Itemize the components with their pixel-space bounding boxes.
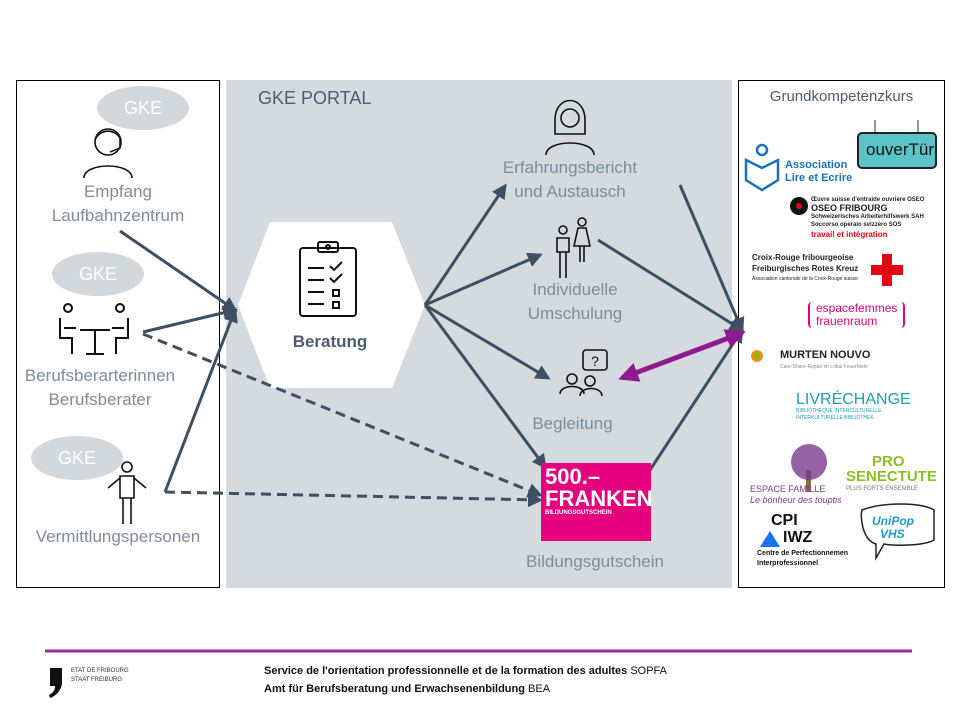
arrow-umschulung-kurs bbox=[597, 238, 745, 332]
arrow-vermittlung bbox=[163, 307, 238, 493]
kurs-title: Grundkompetenzkurs bbox=[769, 88, 914, 105]
shrugging-person-icon bbox=[107, 461, 147, 524]
arrow-to-umschulung bbox=[424, 252, 543, 307]
gke-bubble: GKE bbox=[52, 252, 144, 296]
arrow-to-begleitung bbox=[424, 303, 551, 380]
fribourg-comma-logo bbox=[49, 668, 62, 698]
arrow-empfang bbox=[119, 229, 238, 312]
double-arrow-begleitung-kurs bbox=[618, 329, 746, 382]
gutschein-label: Bildungsgutschein bbox=[526, 552, 664, 571]
arrow-to-gutschein bbox=[423, 304, 547, 470]
voucher-image: 500.– FRANKEN BILDUNGSGUTSCHEIN bbox=[541, 463, 651, 541]
famille-tree-icon bbox=[791, 444, 827, 492]
gke-bubble: GKE bbox=[97, 86, 189, 130]
portal-title: GKE PORTAL bbox=[258, 88, 372, 108]
red-cross-icon bbox=[871, 254, 903, 286]
question-people-icon bbox=[559, 349, 608, 397]
arrow-berater bbox=[142, 305, 238, 334]
beratung-label: Beratung bbox=[292, 332, 368, 351]
ouvertur-logo: ouverTür bbox=[866, 140, 935, 159]
dashed-arrow-berater bbox=[142, 332, 543, 498]
headset-person-icon bbox=[83, 128, 133, 179]
beratung-hexagon bbox=[238, 222, 425, 388]
unipop-speech-bubble bbox=[860, 503, 935, 561]
question-mark-icon: ? bbox=[591, 353, 599, 369]
clipboard-icon bbox=[299, 241, 357, 317]
begleitung-label: Begleitung bbox=[532, 414, 613, 433]
murten-flower-icon bbox=[751, 350, 763, 362]
two-people-icon bbox=[556, 217, 591, 278]
arrow-erfahrung-kurs bbox=[678, 184, 745, 333]
arrow-to-erfahrung bbox=[423, 183, 507, 306]
footer-service-line: Service de l'orientation professionnelle… bbox=[264, 665, 668, 677]
vermittlung-label: Vermittlungspersonen bbox=[35, 527, 201, 546]
reader-icon bbox=[744, 143, 780, 192]
ouvertur-sign bbox=[857, 120, 937, 169]
meeting-people-icon bbox=[59, 303, 129, 355]
cpi-triangle-icon bbox=[760, 531, 780, 547]
left-panel bbox=[16, 80, 220, 588]
gke-bubble: GKE bbox=[31, 436, 123, 480]
dashed-arrow-vermittlung bbox=[164, 490, 543, 508]
woman-icon bbox=[545, 99, 595, 156]
footer-amt-line: Amt für Berufsberatung und Erwachsenenbi… bbox=[264, 683, 551, 695]
oseo-logo-icon bbox=[790, 197, 808, 215]
